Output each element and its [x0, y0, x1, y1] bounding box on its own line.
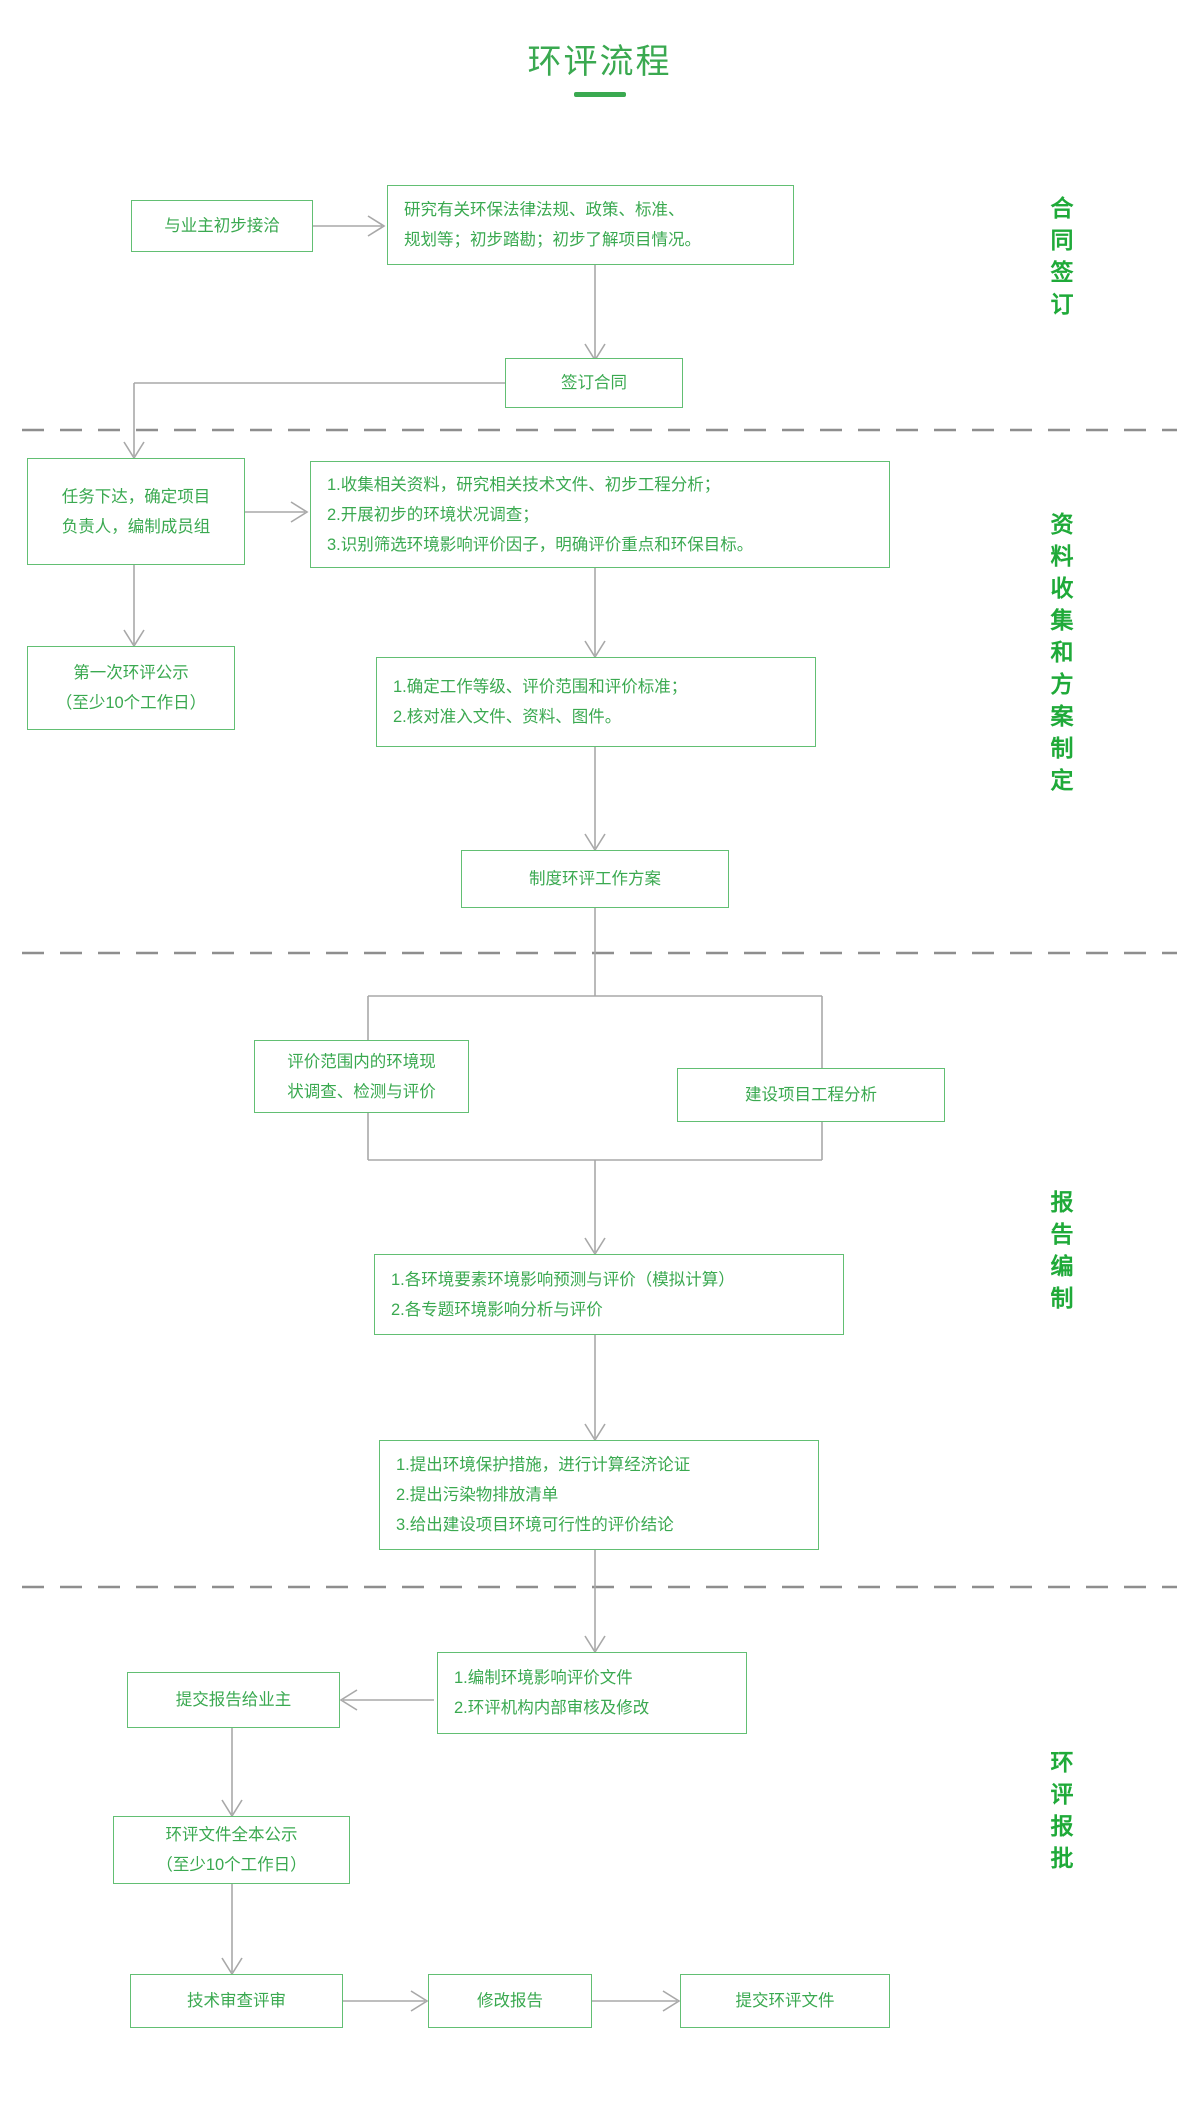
node-compile-documents[interactable]: 1.编制环境影响评价文件 2.环评机构内部审核及修改 — [437, 1652, 747, 1734]
arrow-compile-to-submit — [339, 1689, 434, 1711]
node-work-plan-label: 制度环评工作方案 — [529, 870, 661, 888]
node-initial-contact-label: 与业主初步接洽 — [164, 217, 280, 235]
section-label-report: 报告编制 — [1047, 1190, 1073, 1318]
node-task-assignment[interactable]: 任务下达，确定项目 负责人，编制成员组 — [27, 458, 245, 565]
node-submit-documents[interactable]: 提交环评文件 — [680, 1974, 890, 2028]
node-impact-prediction[interactable]: 1.各环境要素环境影响预测与评价（模拟计算） 2.各专题环境影响分析与评价 — [374, 1254, 844, 1335]
section-label-contract: 合同签订 — [1047, 196, 1073, 324]
node-status-survey[interactable]: 评价范围内的环境现 状调查、检测与评价 — [254, 1040, 469, 1113]
node-work-level[interactable]: 1.确定工作等级、评价范围和评价标准； 2.核对准入文件、资料、图件。 — [376, 657, 816, 747]
node-submit-documents-label: 提交环评文件 — [735, 1992, 835, 2010]
section-label-approval: 环评报批 — [1047, 1750, 1073, 1878]
node-research-regulations-label: 研究有关环保法律法规、政策、标准、 规划等；初步踏勘；初步了解项目情况。 — [404, 201, 701, 249]
node-technical-review-label: 技术审查评审 — [187, 1992, 286, 2010]
node-work-plan[interactable]: 制度环评工作方案 — [461, 850, 729, 908]
arrow-task-to-collection — [245, 501, 309, 523]
arrow-prediction-to-measures — [584, 1335, 606, 1442]
arrow-task-to-publicity — [123, 565, 145, 648]
node-impact-prediction-label: 1.各环境要素环境影响预测与评价（模拟计算） 2.各专题环境影响分析与评价 — [391, 1270, 735, 1319]
arrow-contact-to-research — [313, 215, 386, 237]
arrow-review-to-revise — [343, 1990, 429, 2012]
node-revise-report-label: 修改报告 — [477, 1992, 543, 2010]
arrow-submit-to-publicity — [221, 1728, 243, 1818]
node-data-collection[interactable]: 1.收集相关资料，研究相关技术文件、初步工程分析； 2.开展初步的环境状况调查；… — [310, 461, 890, 568]
node-technical-review[interactable]: 技术审查评审 — [130, 1974, 343, 2028]
arrow-sign-to-task — [123, 382, 508, 460]
node-protection-measures-label: 1.提出环境保护措施，进行计算经济论证 2.提出污染物排放清单 3.给出建设项目… — [396, 1456, 691, 1534]
node-project-analysis-label: 建设项目工程分析 — [745, 1086, 877, 1104]
arrow-research-to-sign — [584, 265, 606, 362]
node-full-publicity[interactable]: 环评文件全本公示 （至少10个工作日） — [113, 1816, 350, 1884]
node-compile-documents-label: 1.编制环境影响评价文件 2.环评机构内部审核及修改 — [454, 1669, 650, 1717]
node-full-publicity-label: 环评文件全本公示 （至少10个工作日） — [156, 1826, 307, 1874]
node-submit-to-owner[interactable]: 提交报告给业主 — [127, 1672, 340, 1728]
arrow-revise-to-submit — [592, 1990, 681, 2012]
node-protection-measures[interactable]: 1.提出环境保护措施，进行计算经济论证 2.提出污染物排放清单 3.给出建设项目… — [379, 1440, 819, 1550]
node-status-survey-label: 评价范围内的环境现 状调查、检测与评价 — [287, 1052, 436, 1101]
title-underline — [573, 92, 626, 97]
node-submit-to-owner-label: 提交报告给业主 — [175, 1691, 292, 1709]
node-task-assignment-label: 任务下达，确定项目 负责人，编制成员组 — [61, 487, 211, 536]
section-label-collection: 资料收集和方案制定 — [1047, 512, 1073, 800]
node-initial-contact[interactable]: 与业主初步接洽 — [131, 200, 313, 252]
node-sign-contract-label: 签订合同 — [561, 374, 627, 392]
node-project-analysis[interactable]: 建设项目工程分析 — [677, 1068, 945, 1122]
node-first-publicity-label: 第一次环评公示 （至少10个工作日） — [55, 664, 207, 712]
node-revise-report[interactable]: 修改报告 — [428, 1974, 592, 2028]
node-sign-contract[interactable]: 签订合同 — [505, 358, 683, 408]
arrow-collection-to-worklevel — [584, 568, 606, 659]
node-research-regulations[interactable]: 研究有关环保法律法规、政策、标准、 规划等；初步踏勘；初步了解项目情况。 — [387, 185, 794, 265]
node-data-collection-label: 1.收集相关资料，研究相关技术文件、初步工程分析； 2.开展初步的环境状况调查；… — [327, 475, 754, 554]
arrow-publicity-to-review — [221, 1884, 243, 1976]
page-title: 环评流程 — [527, 43, 672, 81]
node-first-publicity[interactable]: 第一次环评公示 （至少10个工作日） — [27, 646, 235, 730]
arrow-worklevel-to-plan — [584, 747, 606, 852]
node-work-level-label: 1.确定工作等级、评价范围和评价标准； 2.核对准入文件、资料、图件。 — [393, 678, 688, 726]
